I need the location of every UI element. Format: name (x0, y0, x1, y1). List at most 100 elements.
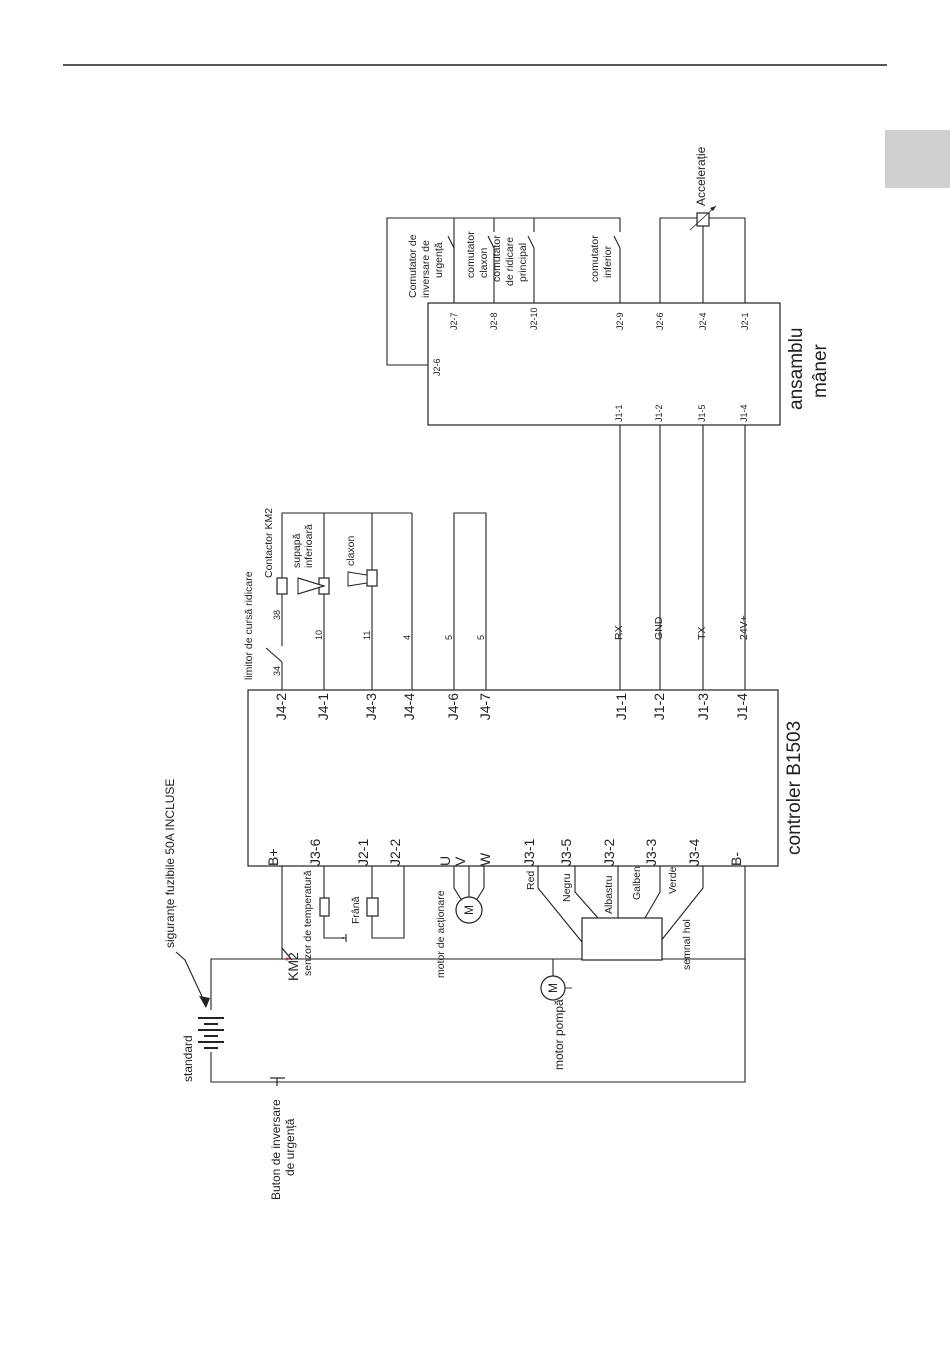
estop-label-1: Buton de inversare (269, 1099, 283, 1200)
wire-num-34: 34 (272, 666, 282, 676)
controller-right-pins: J4-2 J4-1 J4-3 J4-4 J4-6 J4-7 J1-1 J1-2 … (273, 693, 750, 720)
accelerator-label: Accelerație (694, 146, 708, 206)
hpin-j1-5: J1-5 (697, 404, 707, 422)
battery-label: standard (181, 1035, 195, 1082)
pin-j4-6: J4-6 (445, 693, 461, 720)
j4-component-labels: limitor de cursă ridicare Contactor KM2 … (243, 508, 357, 680)
estop-switch-label-3: urgență (433, 242, 445, 278)
fuse-label: siguranțe fuzibile 50A INCLUSE (163, 779, 177, 948)
signal-tx: TX (696, 627, 708, 640)
pump-motor-icon: M (540, 959, 572, 1001)
temp-sensor-label: senzor de temperatură (302, 870, 314, 976)
brake-coil-icon (366, 897, 379, 917)
lift-limit-label: limitor de cursă ridicare (243, 571, 255, 680)
horn-switch-label-1: comutator (465, 231, 477, 278)
pin-j4-3: J4-3 (363, 693, 379, 720)
wire-color-green: Verde (667, 866, 679, 894)
controller-left-pins: B+ J3-6 J2-1 J2-2 U V W J3-1 J3-5 J3-2 J… (265, 839, 744, 866)
pin-j1-3: J1-3 (695, 693, 711, 720)
signal-wiring (619, 425, 746, 690)
power-loop: M (175, 866, 746, 1086)
km2-contact-icon (281, 947, 293, 961)
wire-num-10: 10 (314, 630, 324, 640)
valve-label-2: inferioară (303, 524, 315, 568)
hpin-j2-7: J2-7 (449, 312, 459, 330)
handle-switches (447, 205, 746, 303)
brake-label: Frână (350, 896, 362, 924)
pin-j3-2: J3-2 (601, 839, 617, 866)
wire-num-4: 4 (402, 635, 412, 640)
hpin-j1-1: J1-1 (614, 404, 624, 422)
battery-icon (198, 1010, 224, 1052)
hpin-j2-10: J2-10 (529, 307, 539, 330)
valve-label-1: supapă (291, 533, 303, 568)
pin-j3-1: J3-1 (521, 839, 537, 866)
hpin-j2-9: J2-9 (615, 312, 625, 330)
wire-num-5b: 5 (476, 635, 486, 640)
lower-switch-label-2: inferior (602, 245, 614, 278)
hpin-j1-2: J1-2 (654, 404, 664, 422)
horn-label: claxon (345, 535, 357, 566)
hall-label: semnal hol (681, 919, 693, 970)
signal-24v: 24V+ (738, 615, 750, 640)
estop-switch-label-1: Comutator de (407, 234, 419, 298)
pin-w: W (477, 852, 493, 866)
pin-j4-7: J4-7 (477, 693, 493, 720)
wire-color-yellow: Galben (631, 866, 643, 900)
temp-sensor-icon (319, 897, 330, 917)
lift-switch-label-3: principal (517, 243, 529, 282)
estop-switch-label-2: inversare de (420, 240, 432, 298)
signal-labels: RX GND TX 24V+ (613, 615, 750, 640)
drive-motor-glyph: M (462, 905, 476, 915)
controller-name: controler B1503 (784, 721, 805, 855)
km2-label: KM2 (285, 952, 301, 981)
pin-j3-4: J3-4 (686, 839, 702, 866)
lift-switch-label-1: comutator (491, 235, 503, 282)
hpin-j2-1: J2-1 (740, 312, 750, 330)
pin-j4-4: J4-4 (401, 693, 417, 720)
pin-j4-2: J4-2 (273, 693, 289, 720)
wire-num-5a: 5 (444, 635, 454, 640)
wire-num-38: 38 (272, 610, 282, 620)
handle-left-pins: J1-1 J1-2 J1-5 J1-4 (614, 404, 749, 422)
pump-motor-label: motor pompă (552, 999, 566, 1070)
controller-box (247, 689, 779, 867)
wire-color-black: Negru (561, 873, 573, 902)
hpin-j2-6: J2-6 (432, 358, 442, 376)
switch-labels: Comutator de inversare de urgență comuta… (407, 146, 708, 298)
j4-wiring (265, 512, 487, 690)
signal-rx: RX (613, 625, 625, 640)
accelerator-pot-icon (696, 212, 710, 227)
pin-j3-6: J3-6 (307, 839, 323, 866)
handle-box (427, 302, 781, 426)
left-wiring: M (319, 866, 704, 961)
pin-v: V (452, 856, 468, 866)
pin-j1-4: J1-4 (734, 693, 750, 720)
pin-j2-1: J2-1 (355, 839, 371, 866)
pin-u: U (437, 856, 453, 866)
wire-color-red: Red (525, 871, 537, 890)
pump-motor-glyph: M (546, 983, 560, 993)
drive-motor-label: motor de acționare (435, 890, 447, 978)
j4-wire-numbers: 34 38 10 11 4 5 5 (272, 610, 486, 676)
handle-top-pins: J2-7 J2-8 J2-10 J2-9 J2-6 J2-4 J2-1 J2-6 (432, 307, 750, 376)
page-tab (885, 130, 950, 188)
valve-icon (297, 577, 330, 595)
hpin-j2-8: J2-8 (489, 312, 499, 330)
hpin-j2-6b: J2-6 (655, 312, 665, 330)
emergency-button-icon (270, 1077, 285, 1086)
wire-color-blue: Albastru (603, 875, 615, 914)
horn-icon (347, 569, 378, 587)
lower-switch-label-1: comutator (589, 235, 601, 282)
hpin-j1-4: J1-4 (739, 404, 749, 422)
estop-switch-loop (386, 217, 455, 366)
hall-sensor-box (581, 917, 663, 961)
left-labels: siguranțe fuzibile 50A INCLUSE standard … (163, 779, 693, 1200)
pin-bplus: B+ (265, 848, 281, 866)
drive-motor-icon (455, 896, 483, 924)
hpin-j2-4: J2-4 (698, 312, 708, 330)
estop-label-2: de urgență (283, 1118, 297, 1176)
wire-num-11: 11 (362, 631, 372, 640)
hall-wire-colors: Red Negru Albastru Galben Verde (525, 866, 679, 914)
